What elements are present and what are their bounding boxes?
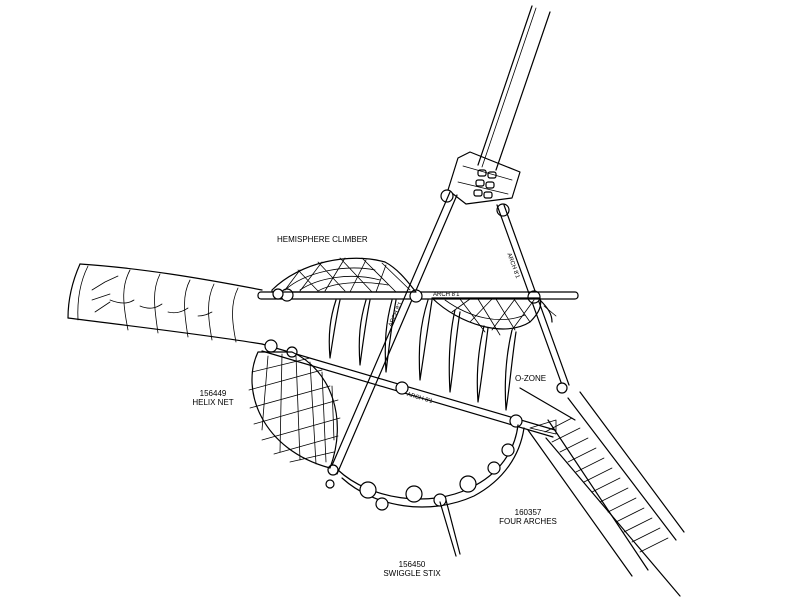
label-swiggle-name: SWIGGLE STIX — [383, 569, 441, 578]
lower-diagonal-bar — [261, 339, 556, 438]
horizontal-tube-climber — [67, 263, 263, 345]
label-ozone: O-ZONE — [515, 374, 547, 383]
ladder — [519, 387, 685, 597]
swiggle-stix-arc — [337, 424, 525, 557]
hemisphere-climber — [271, 257, 417, 300]
label-swiggle-stix: 156450 SWIGGLE STIX — [381, 560, 443, 578]
top-connector-bracket — [440, 151, 521, 217]
label-four-arches: 160357 FOUR ARCHES — [497, 508, 559, 526]
upper-pole-pair — [477, 5, 551, 171]
label-arch-top: ARCH 8'1 — [433, 292, 460, 298]
label-swiggle-code: 156450 — [398, 560, 426, 569]
helix-net — [248, 351, 341, 469]
label-four-code: 160357 — [514, 508, 542, 517]
right-dome-net — [431, 297, 542, 336]
ozone-piece — [539, 299, 557, 323]
label-helix-net: 156449 HELIX NET — [185, 389, 241, 407]
label-helix-code: 156449 — [199, 389, 227, 398]
arch-right-member — [496, 204, 570, 394]
hanging-stix — [328, 299, 517, 411]
label-four-name: FOUR ARCHES — [499, 517, 557, 526]
label-hemisphere-climber: HEMISPHERE CLIMBER — [277, 235, 368, 244]
label-helix-name: HELIX NET — [192, 398, 234, 407]
